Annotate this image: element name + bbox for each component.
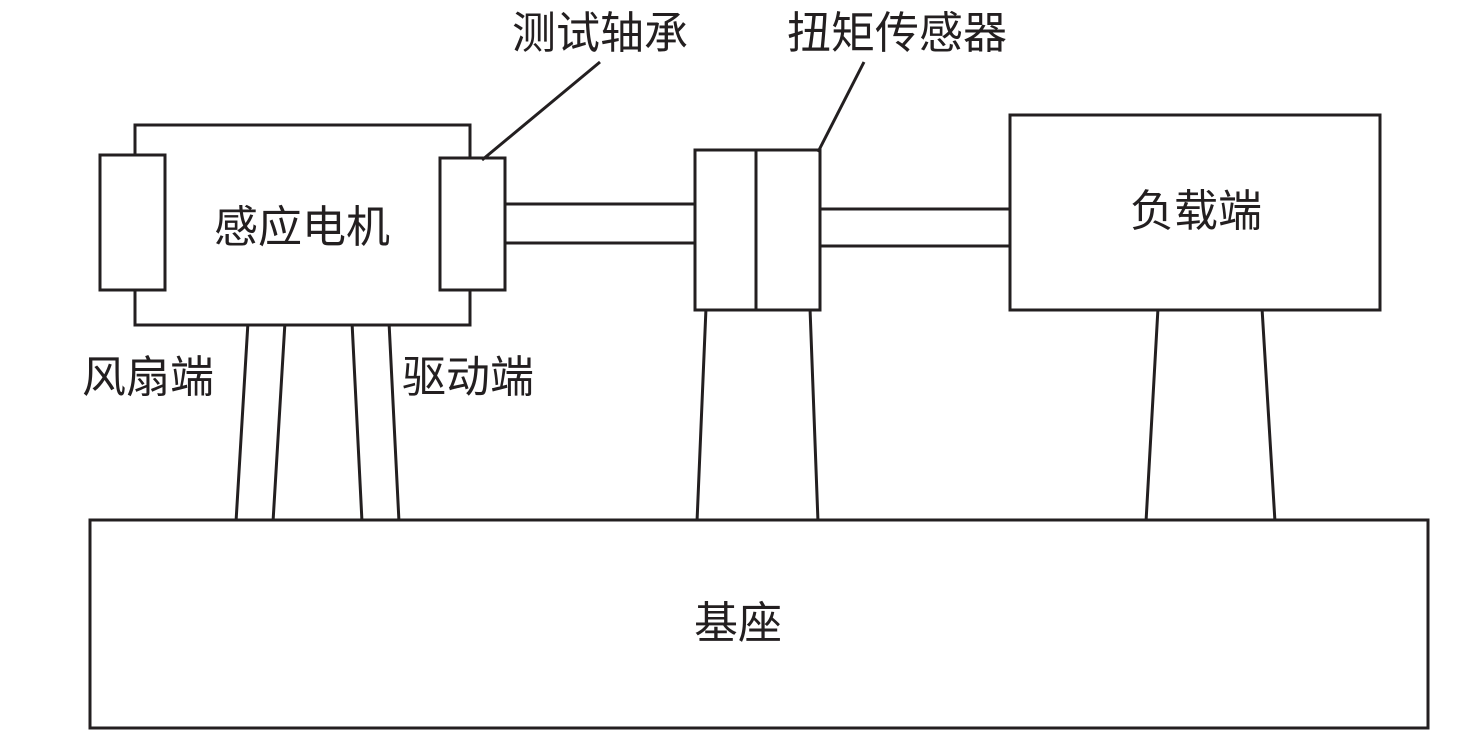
induction-motor-label: 感应电机 bbox=[214, 203, 390, 252]
test-bearing-leader-line bbox=[481, 60, 601, 162]
induction-motor-body bbox=[133, 123, 472, 327]
motor-left-support-leg bbox=[234, 320, 287, 524]
motor-right-support-leg bbox=[350, 320, 401, 524]
base-plate bbox=[88, 518, 1430, 730]
torque-sensor-label: 扭矩传感器 bbox=[787, 9, 1007, 58]
fan-end-label: 风扇端 bbox=[82, 353, 214, 402]
drive-end-label: 驱动端 bbox=[402, 353, 534, 402]
fan-end-bearing-block bbox=[98, 153, 167, 292]
test-bearing-label: 测试轴承 bbox=[512, 9, 688, 58]
load-end-body bbox=[1008, 113, 1382, 312]
test-bearing-block bbox=[438, 156, 507, 292]
shaft-motor-to-sensor bbox=[498, 202, 702, 245]
load-end-label: 负载端 bbox=[1130, 187, 1262, 236]
base-label: 基座 bbox=[694, 599, 782, 648]
torque-sensor-leader-line bbox=[816, 61, 866, 153]
torque-sensor-support-leg bbox=[695, 306, 820, 524]
load-support-leg bbox=[1144, 306, 1277, 524]
shaft-sensor-to-load bbox=[813, 207, 1017, 248]
